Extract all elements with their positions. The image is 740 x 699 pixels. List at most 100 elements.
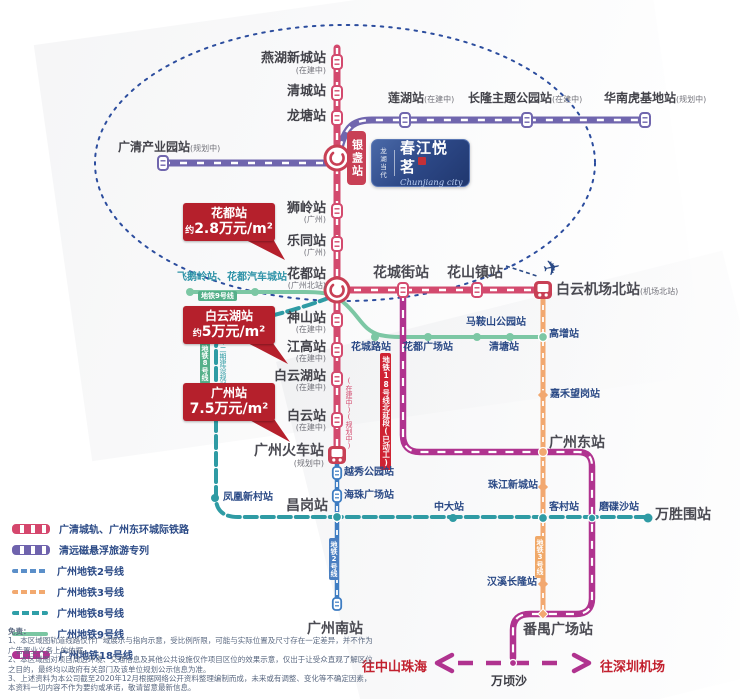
station-label: 白云湖站	[273, 369, 326, 384]
legend-row: 广州地铁8号线	[12, 602, 189, 623]
station-label: 客村站	[549, 502, 579, 513]
legend-row: 清远磁悬浮旅游专列	[12, 539, 189, 560]
station-label: 华南虎基地站(规划中)	[604, 91, 707, 105]
airplane-contrail	[505, 265, 538, 277]
station-label: 燕湖新城站	[260, 51, 326, 66]
line9-tag: 地铁9号线	[198, 291, 237, 302]
region-ellipse	[94, 24, 596, 302]
station-label: 珠江新城站	[488, 480, 538, 491]
station-label: 凤凰新村站	[223, 492, 273, 503]
legend-swatch-intercity	[12, 523, 50, 534]
legend-row: 广州地铁2号线	[12, 560, 189, 581]
project-name-block: 春江悦茗 Chunjiang city	[399, 138, 463, 189]
station-label: 长隆主题公园站(在建中)	[468, 91, 583, 105]
disclaimer-line: 1、本区域图轨道线路仅作广域展示与指向示意，受比例所限，可能与实际位置及尺寸存在…	[8, 636, 373, 655]
legend-swatch-line8	[12, 610, 48, 615]
station-note: (广州)	[303, 215, 326, 224]
line8-tag: 地铁8号线	[200, 342, 211, 384]
line-intercity-rail	[333, 44, 547, 459]
segment-status-note: (规划中)	[345, 413, 353, 450]
line-metro-18	[399, 289, 596, 674]
station-label: 白云机场北站(机场北站)	[556, 282, 679, 298]
legend-row: 广清城轨、广州东环城际铁路	[12, 518, 189, 539]
station-label: 汉溪长隆站	[487, 577, 537, 588]
station-label: 神山站	[286, 311, 326, 326]
callout-station: 花都站	[210, 206, 247, 220]
direction-label-shenzhen: 往深圳机场	[600, 660, 666, 675]
project-name: 春江悦茗	[399, 139, 448, 176]
station-label: 花城路站	[351, 342, 391, 353]
station-label: 磨碟沙站	[599, 502, 639, 513]
station-label: 万胜围站	[655, 507, 711, 523]
callout-station: 广州站	[210, 386, 247, 400]
station-label: 乐同站	[286, 234, 326, 249]
legend-row: 广州地铁3号线	[12, 581, 189, 602]
station-label: 广州火车站	[254, 443, 324, 459]
station-note: (在建中)	[295, 354, 326, 363]
station-label: 番禺广场站	[523, 622, 593, 638]
legend-swatch-line3	[12, 589, 48, 594]
project-logo: 龙湖当代 春江悦茗 Chunjiang city	[371, 138, 470, 189]
legend-row: 广州地铁9号线	[12, 623, 189, 644]
callout-station: 白云湖站	[204, 309, 253, 323]
line8-status-note: (二期建设规划中)	[219, 338, 227, 403]
station-label: 花山镇站	[447, 265, 503, 281]
legend-swatch-line9	[12, 631, 48, 636]
callout-price: 约5万元/m²	[192, 324, 266, 340]
station-note: (在建中)	[295, 383, 326, 392]
legend-row: 广州地铁18号线	[12, 644, 189, 665]
project-name-script: Chunjiang city	[399, 178, 463, 188]
station-note: (在建中)	[295, 325, 326, 334]
station-label: 广清产业园站(规划中)	[118, 140, 221, 154]
legend-swatch-line18	[12, 650, 50, 659]
station-label: 莲湖站(在建中)	[388, 91, 455, 105]
station-label: 清城站	[286, 84, 326, 99]
disclaimer: 免责： 1、本区域图轨道线路仅作广域展示与指向示意，受比例所限，可能与实际位置及…	[8, 627, 376, 693]
station-label: 高增站	[549, 329, 579, 340]
station-label: 越秀公园站	[344, 467, 394, 478]
callout-price: 7.5万元/m²	[189, 401, 269, 417]
station-note: (在建中)	[295, 66, 326, 75]
station-label: 花城街站	[373, 265, 429, 281]
legend-swatch-maglev	[12, 544, 50, 555]
line3-tag: 地铁3号线	[535, 536, 546, 578]
station-label: 广州东站	[549, 435, 605, 451]
station-label: 江高站	[286, 340, 326, 355]
legend: 广清城轨、广州东环城际铁路 清远磁悬浮旅游专列 广州地铁2号线 广州地铁3号线 …	[12, 518, 189, 665]
segment-status-note: (在建中)	[345, 377, 353, 414]
station-label: 龙塘站	[286, 109, 326, 124]
station-label: 中大站	[434, 502, 464, 513]
station-label: 万顷沙	[491, 674, 528, 688]
station-label: 花都广场站	[403, 342, 453, 353]
brand-name: 龙湖当代	[380, 146, 387, 180]
price-callout-huadu: 花都站 约2.8万元/m²	[183, 203, 275, 242]
logo-divider	[394, 150, 395, 176]
station-label: 白云站	[286, 409, 326, 424]
disclaimer-title: 免责：	[8, 627, 31, 636]
station-note: (广州)	[303, 248, 326, 257]
station-note: (广州北站)	[287, 281, 326, 290]
price-callout-baiyunhu: 白云湖站 约5万元/m²	[183, 306, 275, 345]
station-label: 马鞍山公园站	[466, 317, 526, 328]
line2-tag: 地铁2号线	[329, 538, 340, 580]
station-label: 昌岗站	[286, 498, 328, 514]
direction-label-zhongshan: 往中山珠海	[362, 660, 428, 675]
disclaimer-line: 3、上述资料为本公司截至2020年12月根据网络公开资料整理编制而成，未来或有调…	[8, 673, 372, 693]
station-label: 飞鹅岭站、花都汽车城站	[177, 272, 287, 283]
line18-tag: 地铁18号线北延段(已动工)	[380, 353, 391, 470]
station-label: 狮岭站	[286, 201, 326, 216]
yinzhan-station-badge: 银盏站	[347, 131, 366, 185]
station-label: 花都站	[286, 267, 326, 282]
legend-swatch-line2	[12, 568, 48, 573]
disclaimer-line: 2、本区域图对项目周边环境、交通信息及其他公共设施仅作项目区位的效果示意，仅出于…	[8, 655, 373, 674]
line-maglev	[159, 116, 649, 167]
station-label: 广州南站	[307, 621, 363, 637]
callout-price: 约2.8万元/m²	[185, 221, 273, 237]
station-note: (在建中)	[295, 423, 326, 432]
station-label: 海珠广场站	[344, 490, 394, 501]
price-callout-guangzhou: 广州站 7.5万元/m²	[183, 383, 275, 422]
station-label: 清塘站	[489, 342, 519, 353]
callout-tails	[240, 237, 290, 442]
seal-icon	[417, 157, 426, 165]
